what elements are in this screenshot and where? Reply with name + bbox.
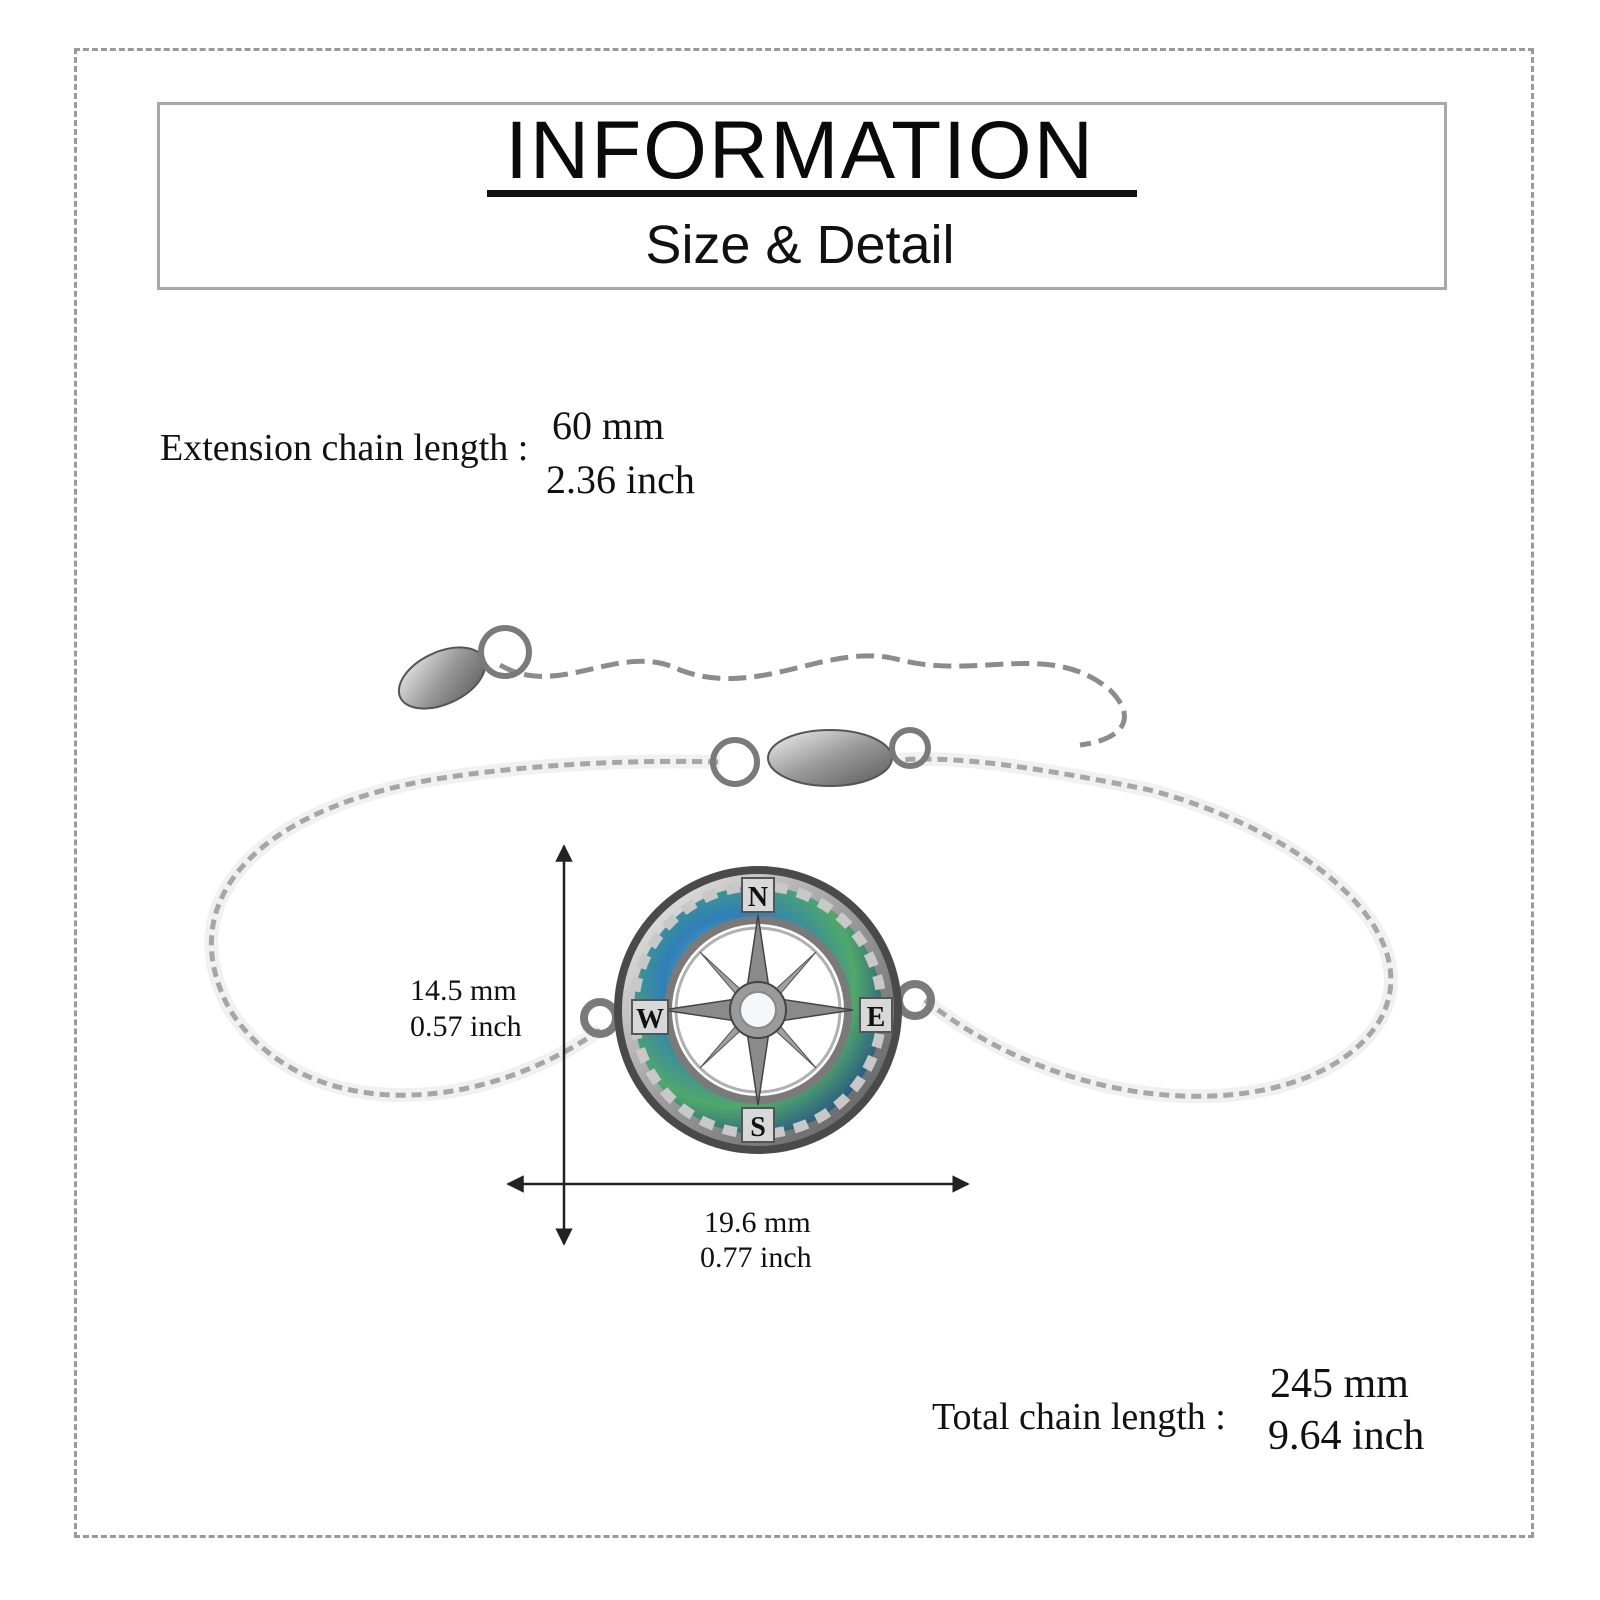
- compass-letter-s: S: [750, 1112, 766, 1143]
- pendant-width-inch: 0.77 inch: [700, 1241, 812, 1274]
- header-underline: [487, 190, 1137, 197]
- extension-chain-inch: 2.36 inch: [546, 457, 695, 502]
- center-gem: [739, 991, 777, 1029]
- compass-pendant: [614, 866, 902, 1154]
- pendant-width-mm: 19.6 mm: [704, 1206, 811, 1239]
- header-box: [157, 102, 1447, 290]
- extension-chain-label: Extension chain length :: [160, 427, 529, 469]
- total-chain-inch: 9.64 inch: [1268, 1413, 1425, 1459]
- left-connector: [580, 998, 620, 1038]
- extension-chain-mm: 60 mm: [552, 403, 665, 448]
- total-chain-mm: 245 mm: [1270, 1361, 1409, 1407]
- total-chain-label: Total chain length :: [932, 1396, 1226, 1438]
- lobster-clasp: [710, 727, 931, 787]
- compass-letter-e: E: [867, 1002, 886, 1033]
- compass-letter-w: W: [636, 1004, 664, 1035]
- compass-letter-n: N: [748, 882, 768, 913]
- main-chain: [209, 756, 1394, 1099]
- pendant-height-mm: 14.5 mm: [410, 974, 517, 1007]
- pendant-height-inch: 0.57 inch: [410, 1010, 522, 1043]
- dashed-outer-frame: [74, 48, 1534, 1538]
- extension-chain: [498, 653, 1127, 748]
- header-subtitle: Size & Detail: [645, 215, 955, 275]
- header-title: INFORMATION: [505, 105, 1095, 196]
- jump-ring: [478, 625, 532, 679]
